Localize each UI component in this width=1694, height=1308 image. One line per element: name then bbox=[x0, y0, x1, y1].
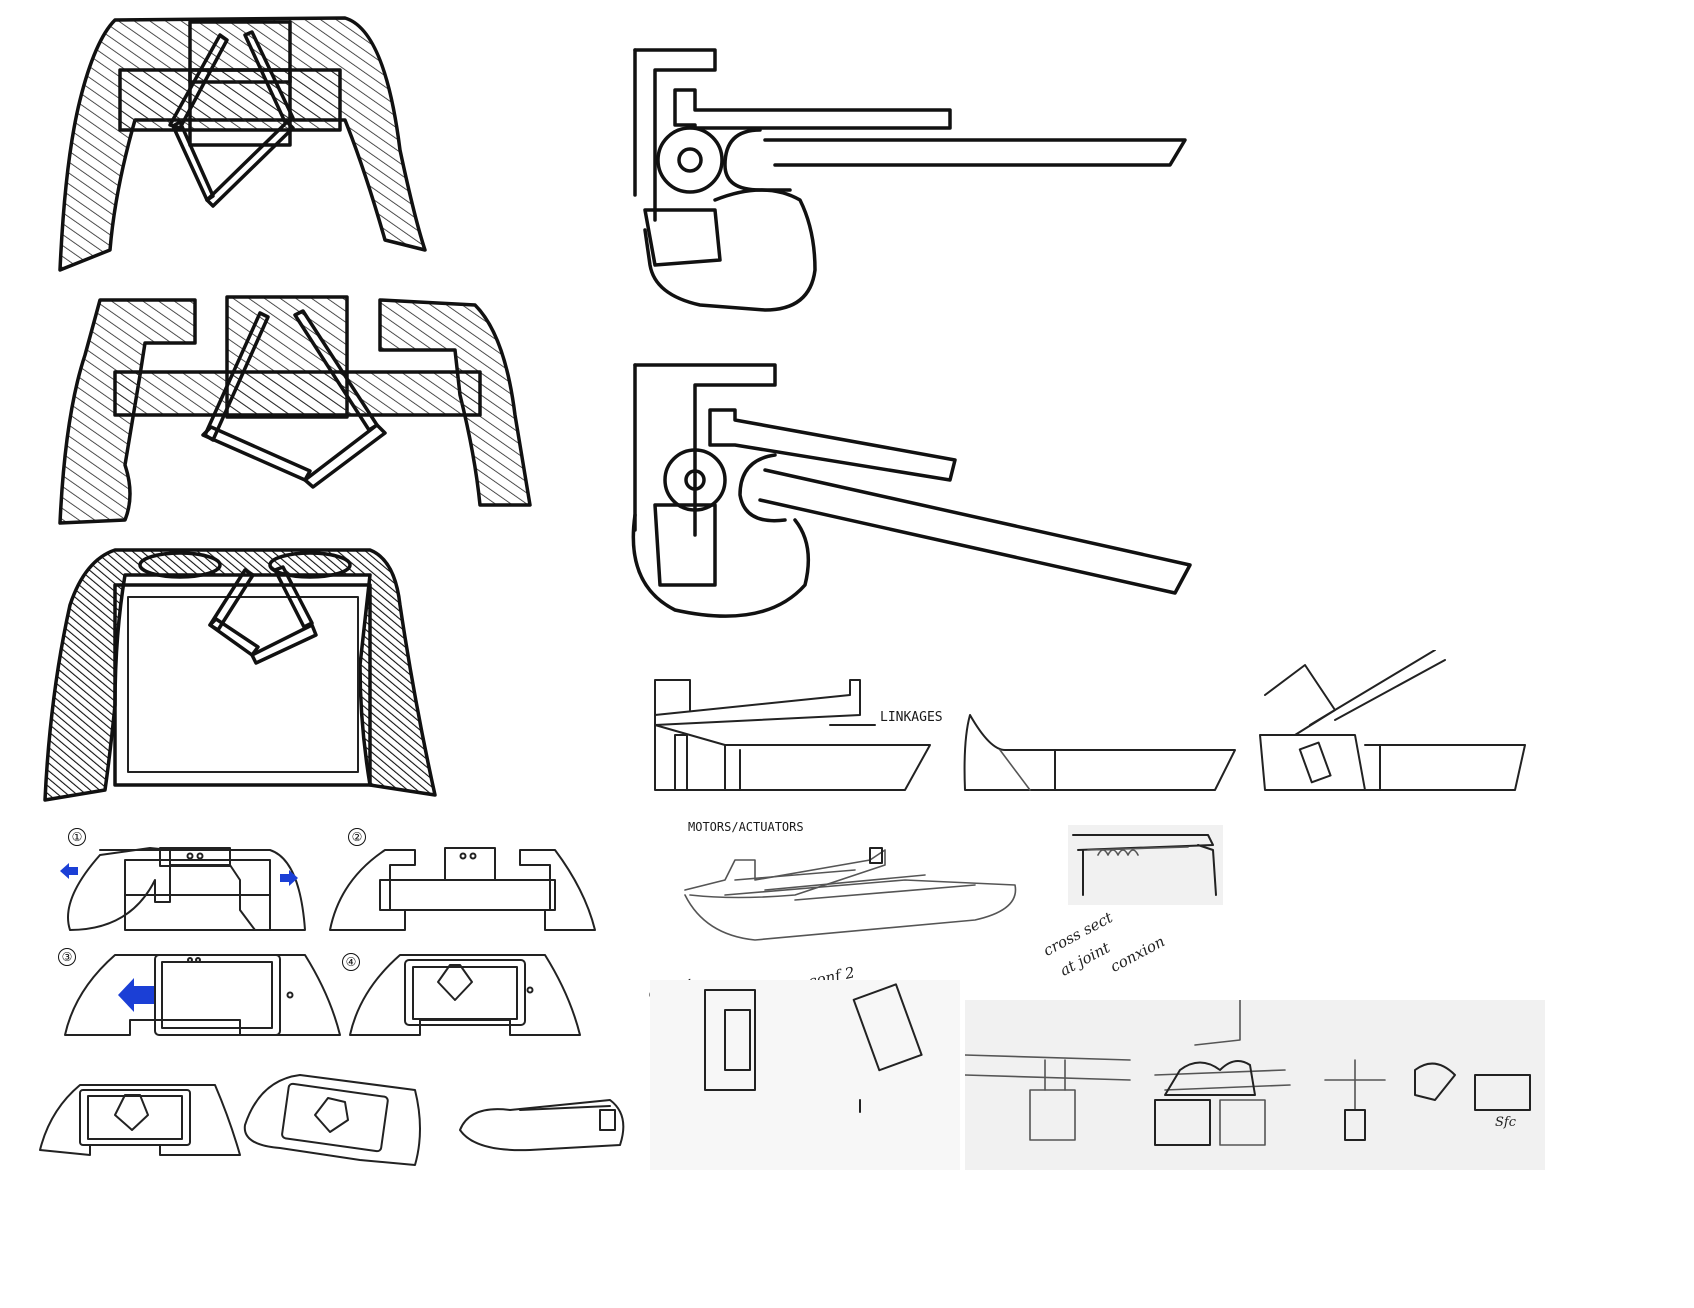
cross-section-sketch bbox=[1068, 825, 1223, 905]
controller-sketch-collapsed bbox=[55, 10, 455, 275]
step-4-label: ④ bbox=[342, 953, 360, 971]
storyboard-steps: ① ② ③ ④ bbox=[40, 820, 660, 1065]
linkages-label: LINKAGES bbox=[880, 710, 943, 725]
signature-text: Sfc bbox=[1495, 1115, 1516, 1130]
final-controller-views bbox=[30, 1070, 650, 1170]
conxion-note: conxion bbox=[1107, 932, 1168, 976]
controller-sketch-with-tablet bbox=[40, 545, 470, 810]
side-profile-sketches: LINKAGES bbox=[645, 650, 1545, 800]
controller-sketch-expanded bbox=[55, 295, 535, 535]
arrow-right-icon bbox=[280, 870, 298, 886]
conf-sketches bbox=[650, 980, 960, 1170]
joint-pencil-scan: Sfc bbox=[965, 1000, 1545, 1170]
actuator-pencil-sketch bbox=[675, 840, 1025, 945]
step-3-label: ③ bbox=[58, 948, 76, 966]
hinge-mechanism-sketch-2 bbox=[615, 355, 1205, 640]
hinge-mechanism-sketch-1 bbox=[615, 40, 1205, 340]
arrow-left-icon bbox=[60, 863, 78, 879]
step-2-label: ② bbox=[348, 828, 366, 846]
step-1-label: ① bbox=[68, 828, 86, 846]
motors-actuators-label: MOTORS/ACTUATORS bbox=[688, 820, 804, 834]
push-arrow-icon bbox=[118, 978, 154, 1012]
